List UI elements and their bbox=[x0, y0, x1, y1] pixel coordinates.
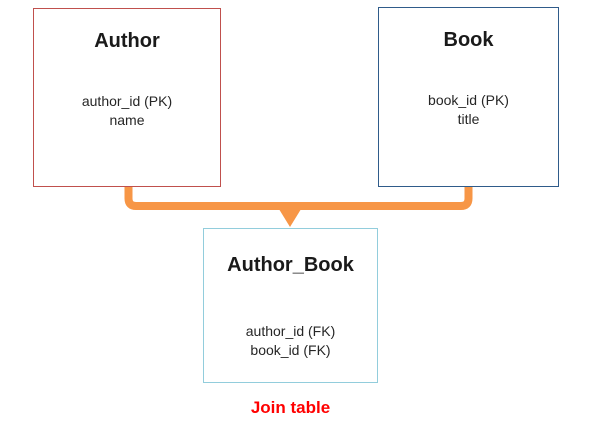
entity-book-fields: book_id (PK) title bbox=[379, 91, 558, 129]
entity-book-title: Book bbox=[443, 29, 494, 51]
entity-author-fields: author_id (PK) name bbox=[34, 92, 220, 130]
connector-bracket bbox=[124, 187, 473, 210]
join-table-caption: Join table bbox=[250, 398, 331, 417]
entity-author: Author author_id (PK) name bbox=[33, 8, 221, 187]
entity-author-book: Author_Book author_id (FK) book_id (FK) bbox=[203, 228, 378, 383]
field-book-id-fk: book_id (FK) bbox=[250, 342, 331, 358]
entity-author-title: Author bbox=[94, 30, 160, 52]
entity-author-book-fields: author_id (FK) book_id (FK) bbox=[204, 322, 377, 360]
entity-author-book-title: Author_Book bbox=[227, 254, 354, 276]
field-author-id-fk: author_id (FK) bbox=[245, 323, 336, 339]
field-book-id: book_id (PK) bbox=[428, 92, 509, 108]
field-author-id: author_id (PK) bbox=[81, 93, 173, 109]
field-book-title: title bbox=[457, 111, 480, 127]
entity-book: Book book_id (PK) title bbox=[378, 7, 559, 187]
field-author-name: name bbox=[109, 112, 145, 128]
arrowhead-down-icon bbox=[278, 207, 302, 227]
